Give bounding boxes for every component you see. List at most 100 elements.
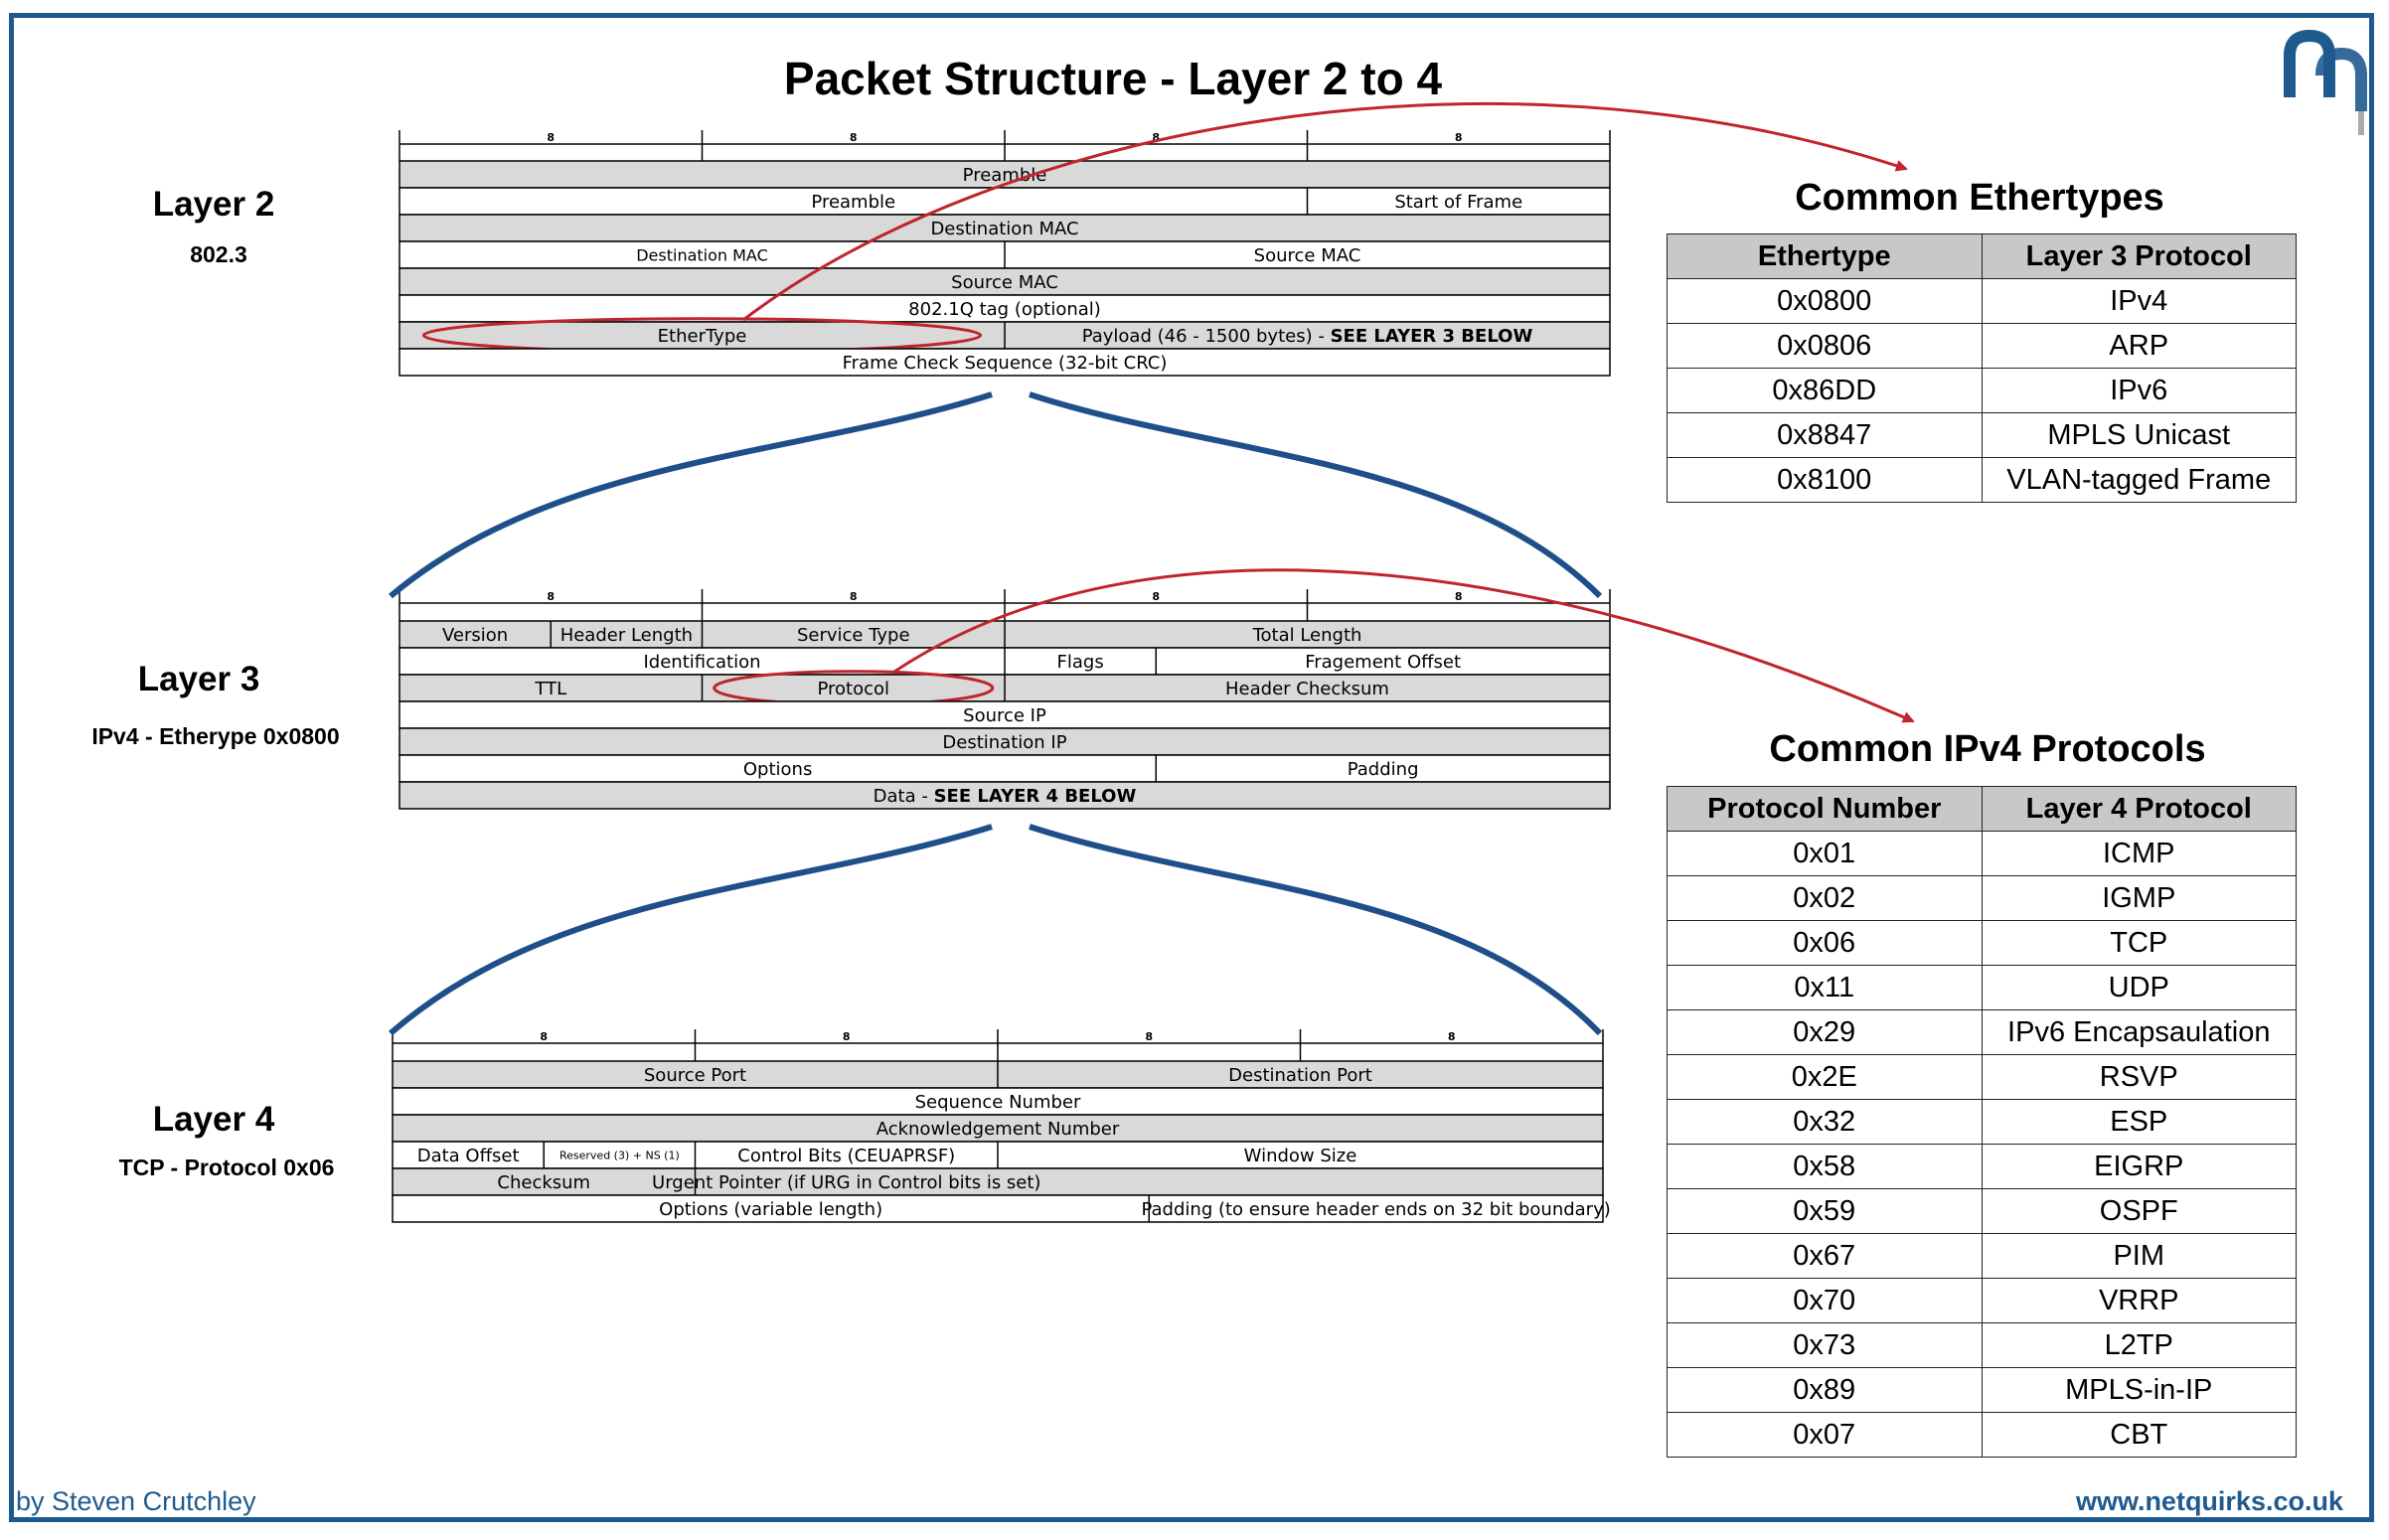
field-label: Total Length [1252,625,1362,646]
field-label: Header Checksum [1225,679,1389,699]
bit-count-label: 8 [1145,1030,1153,1043]
header-row [398,727,1611,756]
ethertype-protocol-cell: IPv6 [1981,368,2297,413]
ipv4-protocol-code-cell: 0x58 [1667,1144,1983,1189]
field-label: EtherType [658,326,747,347]
header-row [398,781,1611,810]
field-label: Urgent Pointer (if URG in Control bits i… [652,1172,1040,1193]
field-label: Source MAC [951,272,1058,293]
field-text: Source MAC [951,272,1058,293]
field-text: Acknowledgement Number [876,1119,1120,1140]
header-row [398,187,1611,216]
brace-l2-l3-left [389,391,993,599]
brace-l2-l3-right [1029,391,1603,599]
field-label: Identification [643,652,760,673]
field-label: Sequence Number [915,1092,1081,1113]
ipv4-protocol-protocol-cell: TCP [1981,920,2297,966]
field-text: Protocol [817,679,889,699]
ipv4-protocol-code-cell: 0x73 [1667,1322,1983,1368]
field-note: SEE LAYER 3 BELOW [1331,326,1533,347]
field-text: Destination Port [1228,1065,1372,1086]
brace-l3-l4-right [1029,824,1603,1036]
ipv4-protocol-protocol-cell: OSPF [1981,1188,2297,1234]
ipv4-protocol-code-cell: 0x07 [1667,1412,1983,1458]
field-text: Sequence Number [915,1092,1081,1113]
ipv4-protocol-protocol-cell: EIGRP [1981,1144,2297,1189]
ipv4-protocol-code-cell: 0x2E [1667,1054,1983,1100]
protocol-arrow [893,568,1915,723]
ethertype-code-cell: 0x0806 [1667,323,1983,369]
ipv4-protocol-code-cell: 0x89 [1667,1367,1983,1413]
website-link[interactable]: www.netquirks.co.uk [2075,1486,2343,1516]
ipv4-protocol-code-cell: 0x59 [1667,1188,1983,1234]
ethertype-arrow [742,102,1908,322]
ethertype-protocol-cell: IPv4 [1981,278,2297,324]
field-text: Padding [1348,759,1419,780]
field-text: Start of Frame [1394,192,1522,213]
field-label: Protocol [817,679,889,699]
ipv4-protocol-code-cell: 0x67 [1667,1233,1983,1279]
layer4-protocol-header: Layer 4 Protocol [1981,786,2297,832]
protocol-number-header: Protocol Number [1667,786,1983,832]
field-label: Version [442,625,508,646]
ipv4-protocol-code-cell: 0x02 [1667,875,1983,921]
field-text: Destination MAC [930,219,1078,239]
ipv4-protocol-protocol-cell: L2TP [1981,1322,2297,1368]
field-label: Payload (46 - 1500 bytes) - SEE LAYER 3 … [1082,326,1533,347]
field-label: Padding [1348,759,1419,780]
bit-count-label: 8 [1455,590,1463,603]
ethertype-protocol-cell: MPLS Unicast [1981,412,2297,458]
ethertype-code-cell: 0x0800 [1667,278,1983,324]
field-text: Payload (46 - 1500 bytes) - [1082,326,1331,347]
field-text: Total Length [1252,625,1362,646]
ipv4-protocol-protocol-cell: VRRP [1981,1278,2297,1323]
field-text: TTL [534,679,566,699]
brace-l3-l4-left [389,824,993,1036]
header-row [398,214,1611,242]
field-text: Window Size [1244,1146,1357,1166]
field-label: Preamble [963,165,1047,186]
field-text: Fragement Offset [1305,652,1461,673]
field-text: Data - [874,786,934,807]
bit-count-label: 8 [1455,131,1463,144]
field-label: Preamble [811,192,895,213]
header-row [398,294,1611,323]
ethertype-code-cell: 0x8847 [1667,412,1983,458]
header-row [392,1087,1604,1116]
ipv4-protocol-code-cell: 0x70 [1667,1278,1983,1323]
field-label: Options (variable length) [659,1199,882,1220]
ipv4-protocol-protocol-cell: ICMP [1981,831,2297,876]
ipv4-protocol-code-cell: 0x29 [1667,1009,1983,1055]
field-label: Reserved (3) + NS (1) [559,1149,680,1161]
field-text: Destination MAC [636,245,768,264]
layer3-subtitle: IPv4 - Etherype 0x0800 [91,723,340,749]
field-text: Destination IP [942,732,1066,753]
field-text: Header Length [560,625,693,646]
field-text: Checksum [497,1172,590,1193]
ethertype-protocol-cell: VLAN-tagged Frame [1981,457,2297,503]
layer3-title: Layer 3 [137,660,260,698]
field-label: Data - SEE LAYER 4 BELOW [874,786,1137,807]
field-text: 802.1Q tag (optional) [908,299,1101,320]
field-label: Source Port [644,1065,746,1086]
field-text: Options [743,759,812,780]
bit-count-label: 8 [547,131,555,144]
bit-count-label: 8 [547,590,555,603]
field-text: Source MAC [1254,245,1361,266]
field-label: Fragement Offset [1305,652,1461,673]
field-label: Padding (to ensure header ends on 32 bit… [1141,1199,1610,1220]
bit-count-label: 8 [843,1030,851,1043]
field-text: EtherType [658,326,747,347]
